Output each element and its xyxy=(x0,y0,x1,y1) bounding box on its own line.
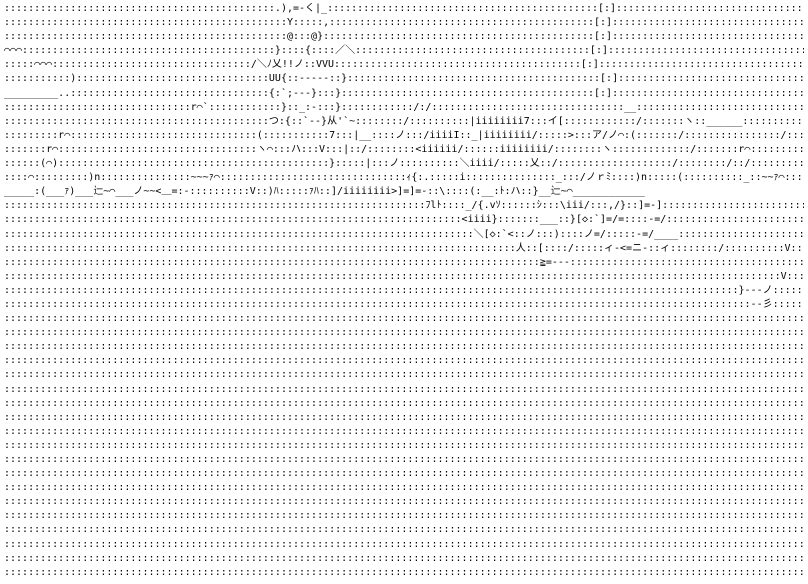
art-line: ::::::::::::::::::::::::::::::::::::::::… xyxy=(4,524,804,536)
art-line: ::::::::::::::::::::::::::::::::::::::::… xyxy=(4,228,804,240)
art-line: ::::::::::::::::::::::::::::::::::::::::… xyxy=(4,327,804,339)
art-line: ::::::::::::::::::::::::::::::::::::::::… xyxy=(4,566,804,578)
art-line: ::::::::::::::::::::::::::::::::::::::::… xyxy=(4,369,804,381)
art-line: ::::::::::::::::::::::::::::::::::::::::… xyxy=(4,496,804,508)
art-line: ::::::::::::::::::::::::::::::::::::::::… xyxy=(4,425,804,437)
art-line: ::::::::::::::::::::::::::::::::::::::::… xyxy=(4,313,804,325)
art-line: ::::::::::::::::::::::::::::::::::::::::… xyxy=(4,510,804,522)
art-line: ::::::::::::::::::::::::::::::::::::::::… xyxy=(4,200,804,212)
ascii-art-canvas: ::::::::::::::::::::::::::::::::::::::::… xyxy=(4,2,804,582)
art-line: ::::⌒:::::::::)n:::::::::::::::~~~ｧ⌒::::… xyxy=(4,172,804,184)
art-line: ::::::::::::::::::::::::::::::::::::::::… xyxy=(4,242,804,254)
art-line: :::::::::::::::::::::::::::::::r⌒`::::::… xyxy=(4,101,804,113)
art-line: _____:(___ｧ)___辷~⌒___ノ~~<＿=:-::::::::::V… xyxy=(4,186,645,198)
art-line: ::::::(⌒):::::::::::::::::::::::::::::::… xyxy=(4,158,804,170)
art-line: ::::::::::::::::::::::::::::::::::::::::… xyxy=(4,355,804,367)
art-line: ::::::::::::::::::::::::::::::::::::::::… xyxy=(4,298,804,310)
art-line: ::::::::::::::::::::::::::::::::::::::::… xyxy=(4,17,804,29)
art-line: ::::::::::::::::::::::::::::::::::::::::… xyxy=(4,3,804,14)
art-line: ::::::::::::::::::::::::::::::::::::::::… xyxy=(4,552,804,564)
art-line: ::::::::::::::::::::::::::::::::::::::::… xyxy=(4,256,804,268)
art-line: :::::::::r⌒:::::::::::::::::::::::::::::… xyxy=(4,129,804,141)
art-line: ::::::::::::::::::::::::::::::::::::::::… xyxy=(4,214,804,226)
art-line: ::::::::::::::::::::::::::::::::::::::::… xyxy=(4,397,804,409)
art-line: ::::::::::::::::::::::::::::::::::::::::… xyxy=(4,284,804,296)
art-line: ::::::::::::::::::::::::::::::::::::::::… xyxy=(4,482,804,494)
art-line: ::::::::::::::::::::::::::::::::::::::::… xyxy=(4,115,804,127)
art-line: ::::::::::::::::::::::::::::::::::::::::… xyxy=(4,383,804,395)
art-line: :::::::::::)::::::::::::::::::::::::::::… xyxy=(4,73,804,85)
art-line: ::::::::::::::::::::::::::::::::::::::::… xyxy=(4,468,804,480)
art-line: ::::::::::::::::::::::::::::::::::::::::… xyxy=(4,454,804,465)
art-line: ::::::::::::::::::::::::::::::::::::::::… xyxy=(4,31,804,43)
art-line: ::::::::::::::::::::::::::::::::::::::::… xyxy=(4,270,804,282)
art-line: ::::::::::::::::::::::::::::::::::::::::… xyxy=(4,538,804,550)
art-line: ⌒⌒⌒:::::::::::::::::::::::::::::::::::::… xyxy=(4,45,804,57)
art-line: ::::::::::::::::::::::::::::::::::::::::… xyxy=(4,439,804,451)
art-line: _________..:::::::::::::::::::::::::::::… xyxy=(4,87,804,99)
art-line: :::::::r⌒:::::::::::::::::::::::::::::::… xyxy=(4,143,804,155)
art-line: ::::::::::::::::::::::::::::::::::::::::… xyxy=(4,341,804,353)
art-line: ::::::::::::::::::::::::::::::::::::::::… xyxy=(4,411,804,423)
art-line: :::::⌒⌒⌒::::::::::::::::::::::::::::::::… xyxy=(4,59,804,71)
